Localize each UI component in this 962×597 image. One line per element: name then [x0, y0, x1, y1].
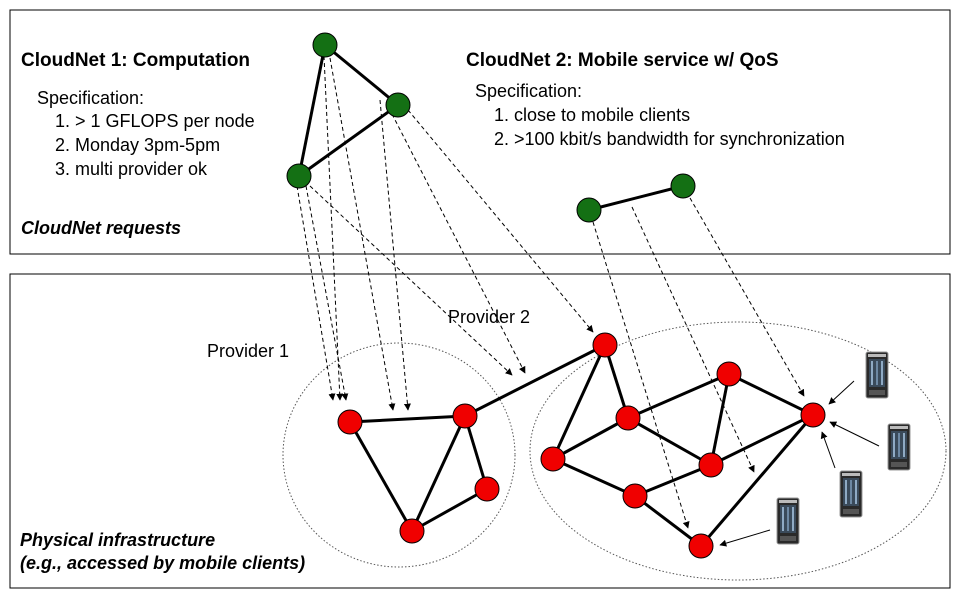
- cloudnet2-spec-heading: Specification:: [475, 81, 583, 101]
- request-node: [385, 92, 411, 118]
- physical-edge: [464, 343, 606, 418]
- provider2-label: Provider 2: [448, 307, 531, 327]
- physical-edge: [410, 415, 467, 532]
- physical-node: [800, 402, 826, 428]
- physical-node: [399, 518, 425, 544]
- mobile-phone-icon: [887, 423, 911, 471]
- client-arrow: [820, 431, 836, 469]
- mapping-arrows: [296, 55, 805, 529]
- mobile-clients: [776, 351, 911, 545]
- request-edges: [297, 43, 684, 212]
- mapping-arrow: [379, 99, 411, 411]
- request-box: [9, 9, 951, 255]
- provider1-label: Provider 1: [207, 341, 290, 361]
- physical-edge: [411, 487, 488, 533]
- mapping-arrow: [407, 109, 594, 333]
- request-edge: [324, 43, 399, 107]
- physical-edge: [627, 372, 730, 420]
- cloudnet1-spec-item: 2. Monday 3pm-5pm: [55, 135, 221, 155]
- physical-node: [615, 405, 641, 431]
- physical-edge: [728, 372, 814, 417]
- cloudnet1-spec-item: 1. > 1 GFLOPS per node: [55, 111, 255, 131]
- cloudnet2-title: CloudNet 2: Mobile service w/ QoS: [466, 50, 779, 71]
- request-edge: [298, 103, 399, 178]
- request-edge: [297, 44, 327, 177]
- client-arrow: [719, 529, 771, 547]
- mobile-phone-icon: [776, 497, 800, 545]
- physical-node: [337, 409, 363, 435]
- request-edge: [588, 184, 684, 212]
- physical-node: [592, 332, 618, 358]
- request-node: [670, 173, 696, 199]
- cloudnet1-title: CloudNet 1: Computation: [21, 50, 251, 71]
- physical-node: [688, 533, 714, 559]
- mapping-arrow: [391, 113, 526, 374]
- physical-nodes: [337, 332, 826, 559]
- physical-edge: [634, 463, 712, 498]
- physical-edges: [348, 343, 815, 548]
- infrastructure-box: [9, 273, 951, 589]
- cloudnet2-spec-item: 2. >100 kbit/s bandwidth for synchroniza…: [494, 129, 845, 149]
- physical-node: [452, 403, 478, 429]
- request-box-label: CloudNet requests: [21, 218, 182, 238]
- mobile-phone-icon: [865, 351, 889, 399]
- physical-node: [716, 361, 742, 387]
- infrastructure-label-line1: Physical infrastructure: [20, 530, 216, 550]
- physical-edge: [709, 373, 731, 466]
- physical-node: [622, 483, 648, 509]
- mapping-arrow: [323, 55, 344, 401]
- mapping-arrow: [592, 221, 690, 529]
- physical-edge: [463, 415, 489, 490]
- physical-edge: [349, 414, 466, 424]
- physical-node: [540, 446, 566, 472]
- client-arrows: [719, 380, 880, 547]
- physical-edge: [552, 457, 636, 498]
- client-arrow: [829, 421, 880, 447]
- physical-edge: [699, 414, 815, 547]
- request-node: [286, 163, 312, 189]
- mapping-arrow: [305, 185, 349, 401]
- physical-edge: [552, 416, 629, 461]
- mapping-arrow: [296, 185, 336, 401]
- provider1-region: [282, 342, 516, 568]
- physical-edge: [634, 494, 702, 548]
- request-node: [312, 32, 338, 58]
- infrastructure-label-line2: (e.g., accessed by mobile clients): [20, 553, 306, 573]
- physical-node: [474, 476, 500, 502]
- physical-edge: [551, 344, 607, 460]
- client-arrow: [828, 380, 855, 405]
- physical-edge: [627, 416, 712, 467]
- request-node: [576, 197, 602, 223]
- physical-edge: [603, 344, 630, 419]
- physical-node: [698, 452, 724, 478]
- request-nodes: [286, 32, 696, 223]
- mapping-arrow: [309, 185, 513, 376]
- mapping-arrow: [689, 197, 805, 397]
- cloudnet2-spec-item: 1. close to mobile clients: [494, 105, 691, 125]
- physical-edge: [710, 413, 814, 467]
- provider2-region: [529, 321, 947, 581]
- mobile-phone-icon: [839, 470, 863, 518]
- physical-edge: [348, 421, 414, 532]
- cloudnet1-spec-item: 3. multi provider ok: [55, 159, 208, 179]
- cloudnet1-spec-heading: Specification:: [37, 88, 145, 108]
